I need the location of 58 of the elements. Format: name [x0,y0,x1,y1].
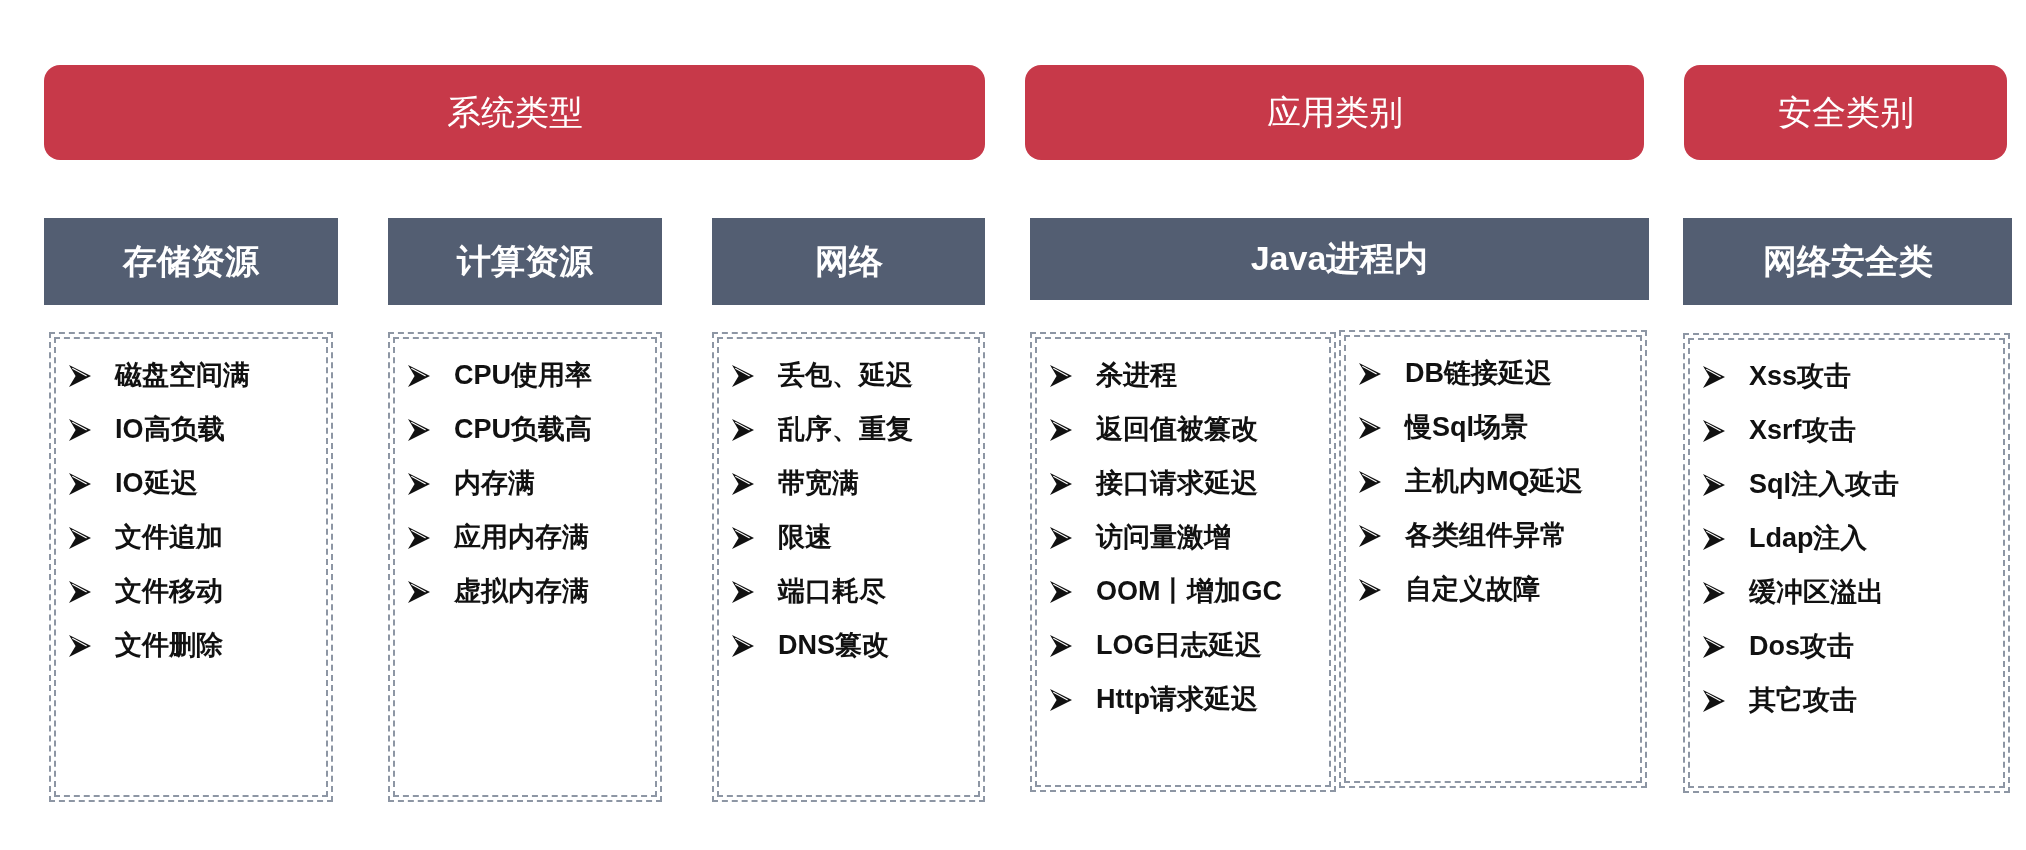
list-item: DB链接延迟 [1405,357,1552,390]
category-banner [1025,65,1644,160]
header-title: 计算资源 [457,240,593,282]
list-item: IO延迟 [115,467,198,500]
list-item: 自定义故障 [1405,573,1540,606]
header-title: 网络安全类 [1762,240,1933,282]
column-header [1030,218,1649,300]
banner-title: 安全类别 [1777,91,1914,133]
dashed-list-box [712,332,985,802]
list-item: Http请求延迟 [1096,683,1258,716]
list-item: 应用内存满 [454,521,589,554]
list-item: OOM丨增加GC [1096,575,1282,608]
banner-title: 应用类别 [1266,91,1403,133]
list-item: Sql注入攻击 [1749,468,1899,501]
list-item: DNS篡改 [778,629,889,662]
list-item: 丢包、延迟 [778,359,913,392]
list-item: 接口请求延迟 [1096,467,1258,500]
list-item: LOG日志延迟 [1096,629,1263,662]
banner-title: 系统类型 [446,91,583,133]
dashed-list-box [388,332,662,802]
list-item: IO高负载 [115,413,225,446]
list-item: 端口耗尽 [778,575,886,608]
list-item: Dos攻击 [1749,630,1854,663]
list-item: CPU负载高 [454,413,592,446]
header-title: Java进程内 [1250,238,1429,279]
list-item: Xss攻击 [1749,360,1852,393]
list-item: 磁盘空间满 [115,359,250,392]
column-header [1683,218,2012,305]
dashed-list-box [1339,330,1647,788]
dashed-list-box [1683,333,2010,793]
dashed-list-box [1030,332,1336,792]
column-header [388,218,662,305]
list-item: 文件删除 [115,629,223,662]
list-item: 带宽满 [778,467,859,500]
list-item: 主机内MQ延迟 [1405,465,1584,498]
list-item: 返回值被篡改 [1096,413,1258,446]
list-item: 访问量激增 [1096,521,1231,554]
category-banner [1684,65,2007,160]
list-item: Xsrf攻击 [1749,414,1856,447]
list-item: 缓冲区溢出 [1749,576,1884,609]
dashed-list-box [49,332,333,802]
list-item: 限速 [778,521,832,554]
header-title: 网络 [814,240,883,282]
list-item: 内存满 [454,467,535,500]
column-header [712,218,985,305]
list-item: 虚拟内存满 [454,575,589,608]
category-banner [44,65,985,160]
list-item: 慢Sql场景 [1405,411,1528,444]
list-item: 文件追加 [115,521,223,554]
list-item: 杀进程 [1096,359,1177,392]
column-header [44,218,338,305]
header-title: 存储资源 [123,240,259,282]
list-item: Ldap注入 [1749,522,1868,555]
list-item: 文件移动 [115,575,223,608]
list-item: 其它攻击 [1749,684,1857,717]
list-item: 乱序、重复 [778,413,913,446]
list-item: CPU使用率 [454,359,592,392]
list-item: 各类组件异常 [1405,519,1567,552]
